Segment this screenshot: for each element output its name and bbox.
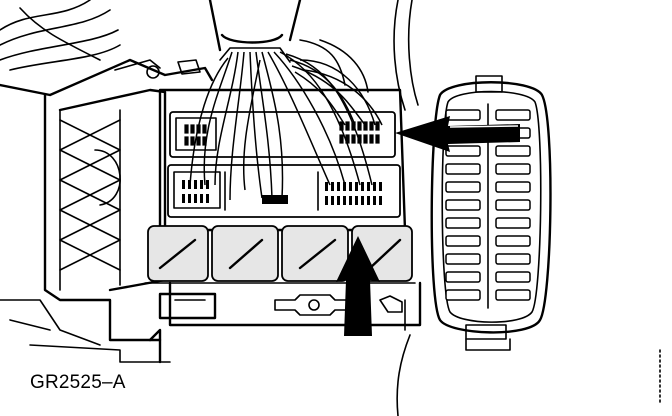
- figure-label: GR2525–A: [30, 372, 126, 393]
- wire-harness: [189, 0, 419, 201]
- lower-connector: [167, 164, 401, 218]
- large-connector: [430, 75, 552, 351]
- relay-3: [281, 225, 349, 282]
- arrow-up-icon: [336, 236, 380, 336]
- relay-row: [144, 225, 422, 416]
- arrow-left-icon: [395, 116, 520, 152]
